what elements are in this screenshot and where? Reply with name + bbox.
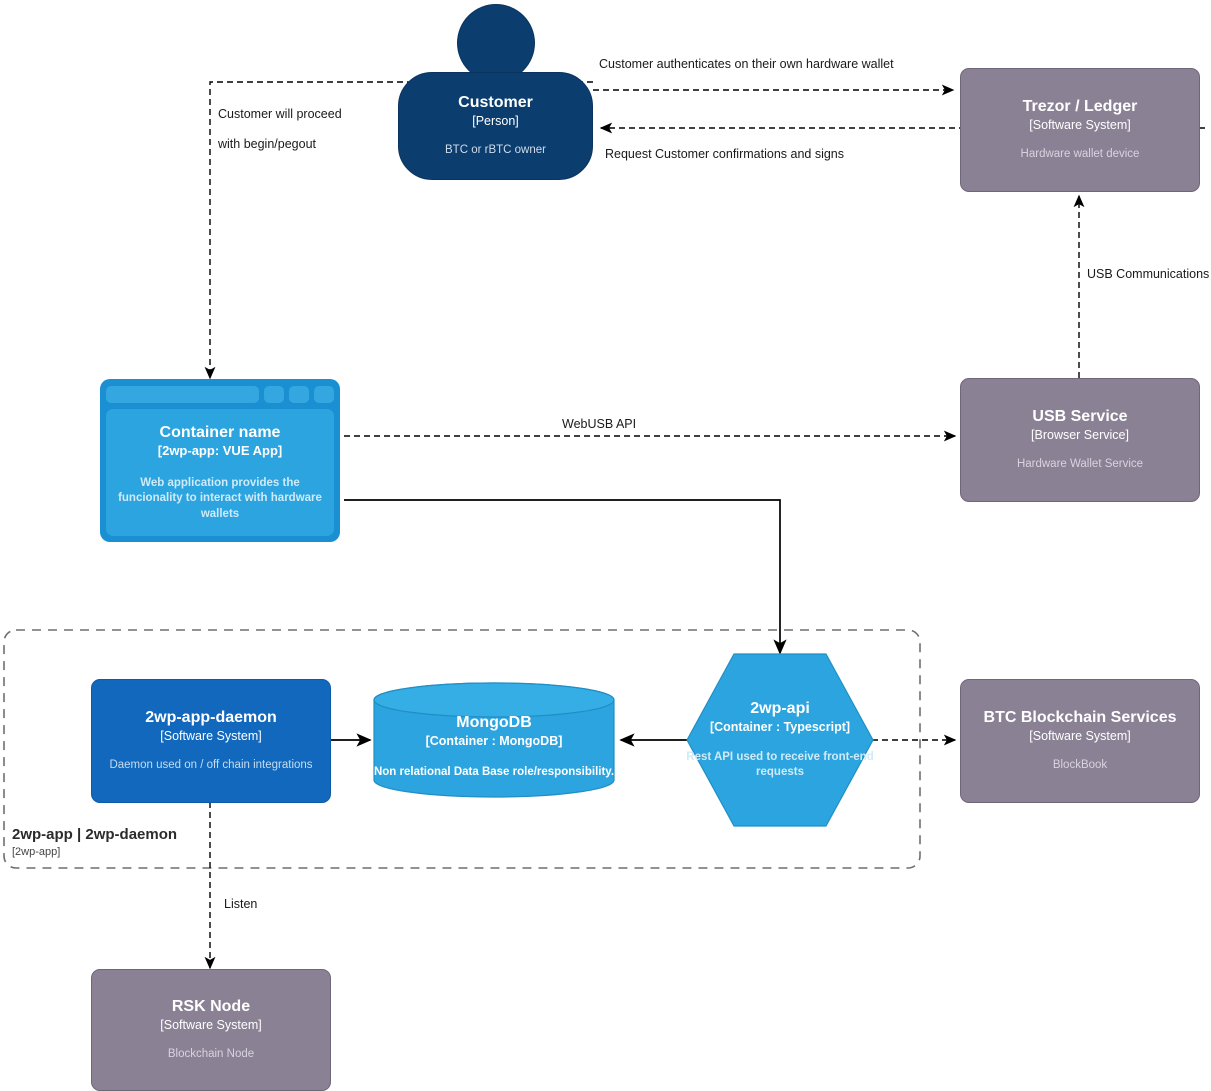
node-usb-service[interactable]: USB Service [Browser Service] Hardware W… <box>960 378 1200 502</box>
boundary-label: 2wp-app | 2wp-daemon [2wp-app] <box>12 826 177 859</box>
daemon-desc: Daemon used on / off chain integrations <box>109 759 313 772</box>
edge-label-customer-proceed-line1: Customer will proceed <box>218 107 342 121</box>
mongodb-cylinder-shape <box>373 682 615 798</box>
edge-label-customer-proceed-line2: with begin/pegout <box>218 137 316 151</box>
usb-service-title: USB Service <box>1032 408 1128 426</box>
edge-label-listen: Listen <box>224 897 258 911</box>
browser-button-2[interactable] <box>289 385 309 403</box>
browser-title-bar <box>106 385 334 403</box>
rsk-node-desc: Blockchain Node <box>167 1048 255 1061</box>
daemon-tech: [Software System] <box>160 729 262 744</box>
trezor-ledger-title: Trezor / Ledger <box>1022 98 1138 116</box>
daemon-title: 2wp-app-daemon <box>145 709 277 727</box>
node-2wp-app-daemon[interactable]: 2wp-app-daemon [Software System] Daemon … <box>91 679 331 803</box>
edge-label-webusb-api: WebUSB API <box>562 417 637 431</box>
customer-tech: [Person] <box>472 114 519 129</box>
edge-label-request-confirmations: Request Customer confirmations and signs <box>605 147 845 161</box>
mongodb-title: MongoDB <box>456 714 532 732</box>
api-text: 2wp-api [Container : Typescript] Rest AP… <box>686 653 874 827</box>
usb-service-tech: [Browser Service] <box>1031 428 1129 443</box>
edge-label-usb-communications: USB Communications <box>1087 267 1210 281</box>
api-hexagon-shape <box>686 653 874 827</box>
customer-desc: BTC or rBTC owner <box>445 144 546 157</box>
api-desc: Rest API used to receive front-end reque… <box>686 750 874 779</box>
api-tech: [Container : Typescript] <box>709 720 851 735</box>
usb-service-desc: Hardware Wallet Service <box>1016 458 1144 471</box>
browser-button-3[interactable] <box>314 385 334 403</box>
boundary-title: 2wp-app | 2wp-daemon <box>12 826 178 843</box>
rsk-node-tech: [Software System] <box>160 1018 262 1033</box>
trezor-ledger-tech: [Software System] <box>1029 118 1131 133</box>
mongodb-desc: Non relational Data Base role/responsibi… <box>373 766 615 779</box>
node-trezor-ledger[interactable]: Trezor / Ledger [Software System] Hardwa… <box>960 68 1200 192</box>
edge-webapp-to-api <box>344 499 787 655</box>
rsk-node-title: RSK Node <box>171 998 251 1016</box>
node-2wp-api[interactable]: 2wp-api [Container : Typescript] Rest AP… <box>686 653 874 827</box>
browser-address-bar[interactable] <box>106 385 259 403</box>
btc-services-title: BTC Blockchain Services <box>983 709 1177 727</box>
mongodb-text: MongoDB [Container : MongoDB] Non relati… <box>373 682 615 798</box>
mongodb-tech: [Container : MongoDB] <box>425 734 563 749</box>
api-title: 2wp-api <box>750 700 810 718</box>
trezor-ledger-desc: Hardware wallet device <box>1020 148 1140 161</box>
node-btc-blockchain-services[interactable]: BTC Blockchain Services [Software System… <box>960 679 1200 803</box>
node-rsk-node[interactable]: RSK Node [Software System] Blockchain No… <box>91 969 331 1091</box>
web-app-desc: Web application provides the funcionalit… <box>118 476 322 520</box>
boundary-subtitle: [2wp-app] <box>12 845 61 858</box>
btc-services-desc: BlockBook <box>1052 759 1108 772</box>
browser-button-1[interactable] <box>264 385 284 403</box>
node-customer[interactable]: Customer [Person] BTC or rBTC owner <box>398 72 593 180</box>
node-web-app[interactable]: Container name [2wp-app: VUE App] Web ap… <box>100 379 340 542</box>
browser-content: Container name [2wp-app: VUE App] Web ap… <box>106 409 334 536</box>
web-app-title: Container name <box>159 423 281 441</box>
btc-services-tech: [Software System] <box>1029 729 1131 744</box>
node-mongodb[interactable]: MongoDB [Container : MongoDB] Non relati… <box>373 682 615 798</box>
web-app-tech: [2wp-app: VUE App] <box>157 442 283 458</box>
customer-title: Customer <box>458 94 533 112</box>
edge-label-customer-authenticates: Customer authenticates on their own hard… <box>599 57 894 71</box>
customer-person-head <box>457 4 535 82</box>
